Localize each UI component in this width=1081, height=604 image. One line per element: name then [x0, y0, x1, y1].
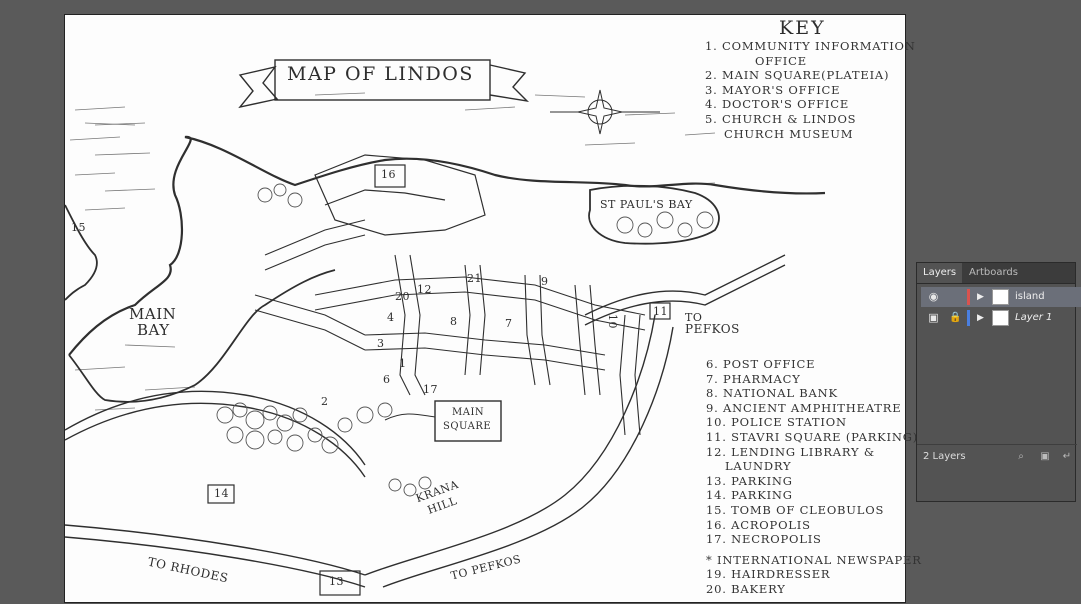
- locate-object-icon[interactable]: ⌕: [1018, 451, 1024, 462]
- layer-thumbnail: [992, 289, 1009, 305]
- expand-triangle-icon[interactable]: ▶: [977, 313, 984, 323]
- map-number: 20: [395, 290, 410, 303]
- outline-view-icon[interactable]: ▣: [928, 311, 939, 324]
- key-item: 1. COMMUNITY INFORMATION: [705, 39, 916, 53]
- key-item: CHURCH MUSEUM: [724, 126, 854, 141]
- layer-name[interactable]: island: [1015, 291, 1045, 302]
- key-item: 7. PHARMACY: [706, 371, 801, 386]
- key-item: 19. HAIRDRESSER: [706, 567, 831, 582]
- main-square-label-2: SQUARE: [443, 421, 492, 432]
- map-number: 12: [417, 283, 432, 296]
- key-item: 20. BAKERY: [706, 581, 786, 596]
- map-number: 15: [71, 221, 86, 234]
- map-number: 3: [377, 337, 385, 350]
- key-item: 10. POLICE STATION: [706, 415, 847, 430]
- key-item: 16. ACROPOLIS: [706, 517, 811, 532]
- key-item: 2. MAIN SQUARE(PLATEIA): [705, 68, 890, 83]
- vegetation: [216, 183, 714, 497]
- key-item: * INTERNATIONAL NEWSPAPER: [706, 552, 922, 567]
- map-number: 4: [387, 311, 395, 324]
- eye-icon[interactable]: ◉: [928, 290, 939, 303]
- layer-row-layer-1[interactable]: ▣ 🔒 ▶ Layer 1: [921, 308, 1081, 328]
- key-list-top: 1. COMMUNITY INFORMATION OFFICE 2. MAIN …: [705, 39, 916, 141]
- key-item: 15. TOMB OF CLEOBULOS: [706, 502, 885, 517]
- map-number: 2: [321, 395, 329, 408]
- key-item: 9. ANCIENT AMPHITHEATRE: [706, 400, 902, 415]
- map-number: 7: [505, 317, 513, 330]
- acropolis: [314, 154, 486, 236]
- key-item: LAUNDRY: [725, 459, 792, 474]
- main-bay-label-1: MAIN: [129, 305, 177, 323]
- to-pefkos-label-1: TO: [685, 311, 703, 324]
- panel-footer: 2 Layers ⌕ ▣ ↵: [917, 444, 1077, 469]
- tab-artboards[interactable]: Artboards: [969, 267, 1018, 278]
- layer-color-swatch: [967, 310, 970, 326]
- title-banner: [238, 59, 530, 109]
- layer-count: 2 Layers: [923, 451, 966, 462]
- key-item: 13. PARKING: [706, 473, 793, 488]
- layers-panel: Layers Artboards ◉ ▶ island ▣ 🔒 ▶ Layer …: [916, 262, 1081, 502]
- key-item: 12. LENDING LIBRARY &: [706, 444, 875, 459]
- map-number: 13: [329, 575, 344, 588]
- map-number: 16: [381, 168, 396, 181]
- map-number: 14: [214, 487, 229, 500]
- map-number: 10: [606, 314, 619, 329]
- layer-name[interactable]: Layer 1: [1015, 312, 1053, 323]
- map-number: 21: [467, 272, 482, 285]
- panel-tabbar: Layers Artboards: [917, 263, 1075, 284]
- to-pefkos-label-2: PEFKOS: [685, 322, 740, 336]
- layer-thumbnail: [992, 310, 1009, 326]
- map-number: 9: [541, 275, 549, 288]
- key-item: 4. DOCTOR'S OFFICE: [705, 97, 850, 112]
- artboard-canvas[interactable]: KEY 1. COMMUNITY INFORMATION OFFICE 2. M…: [64, 14, 921, 603]
- sea-hatching: [69, 92, 716, 411]
- main-square-box: [434, 400, 502, 442]
- make-clipping-mask-icon[interactable]: ▣: [1040, 451, 1050, 462]
- main-bay-label-2: BAY: [137, 321, 170, 339]
- map-drawing: [64, 59, 826, 596]
- key-item: 6. POST OFFICE: [706, 357, 816, 371]
- layer-row-island[interactable]: ◉ ▶ island: [921, 287, 1081, 307]
- layer-color-swatch: [967, 289, 970, 305]
- tab-layers[interactable]: Layers: [917, 263, 963, 283]
- lock-icon[interactable]: 🔒: [949, 312, 962, 323]
- key-item: 14. PARKING: [706, 488, 793, 503]
- key-list-bottom: 6. POST OFFICE 7. PHARMACY 8. NATIONAL B…: [706, 357, 922, 597]
- st-pauls-bay-label: ST PAUL'S BAY: [600, 198, 693, 211]
- town-streets: [254, 219, 646, 436]
- map-number: 6: [383, 373, 391, 386]
- key-item: OFFICE: [755, 53, 807, 68]
- map-number: 17: [423, 383, 438, 396]
- main-square-label-1: MAIN: [452, 407, 485, 418]
- map-number: 8: [450, 315, 458, 328]
- roads: [64, 254, 786, 588]
- map-title: MAP OF LINDOS: [287, 63, 474, 85]
- new-sublayer-icon[interactable]: ↵: [1062, 451, 1072, 462]
- key-item: 3. MAYOR'S OFFICE: [705, 82, 841, 97]
- key-item: 11. STAVRI SQUARE (PARKING): [706, 429, 919, 444]
- map-number: 11: [653, 305, 668, 318]
- key-item: 17. NECROPOLIS: [706, 532, 822, 547]
- key-item: 8. NATIONAL BANK: [706, 386, 838, 401]
- key-item: 5. CHURCH & LINDOS: [705, 111, 857, 126]
- compass-rose: [550, 89, 660, 135]
- st-pauls-bay-outline: [588, 184, 720, 245]
- key-title: KEY: [779, 17, 826, 39]
- expand-triangle-icon[interactable]: ▶: [977, 292, 984, 302]
- map-number: 1: [399, 357, 407, 370]
